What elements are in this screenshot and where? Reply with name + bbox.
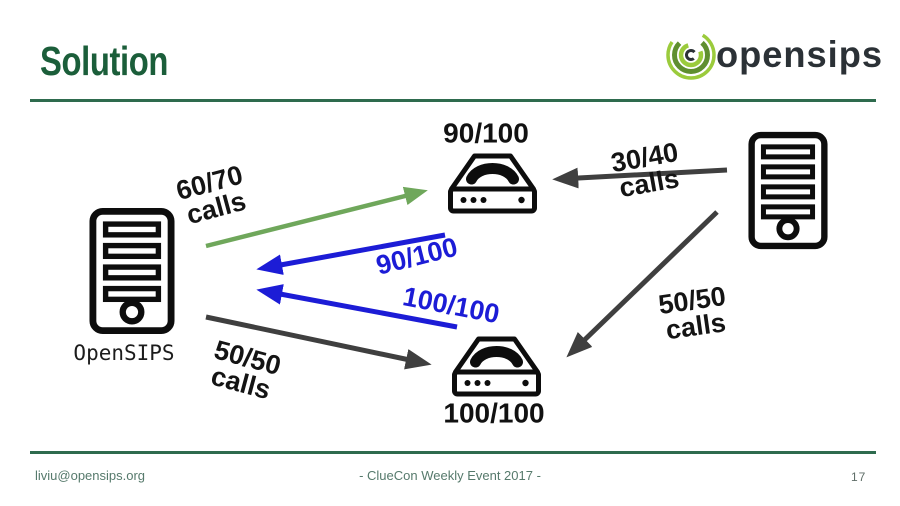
- footer-event: - ClueCon Weekly Event 2017 -: [359, 468, 541, 483]
- arrow-opensips-to-bottom-gateway: [205, 314, 432, 370]
- arrow-top-gateway-to-opensips: [256, 232, 446, 275]
- arrow-right-server-to-top-gateway: [552, 167, 728, 189]
- carrier-server-icon: [748, 131, 828, 250]
- arrow-opensips-to-top-gateway: [205, 186, 428, 249]
- footer-divider: [30, 451, 876, 454]
- footer-email: liviu@opensips.org: [35, 468, 146, 483]
- gateway-top-capacity-label: 90/100: [443, 117, 529, 149]
- opensips-server-label: OpenSIPS: [73, 341, 175, 365]
- gateway-bottom-capacity-label: 100/100: [443, 397, 545, 429]
- gateway-bottom-icon: [452, 336, 541, 397]
- phone-handset-icon: [466, 163, 519, 185]
- arrow-bottom-gateway-to-opensips: [256, 284, 458, 330]
- opensips-logo: opensips: [664, 26, 886, 84]
- opensips-logo-text: opensips: [716, 34, 884, 75]
- page-title: Solution: [40, 38, 168, 84]
- edge-label-right-to-bottom: 50/50 calls: [656, 280, 728, 345]
- opensips-logo-icon: [666, 30, 716, 80]
- footer-page-number: 17: [851, 470, 867, 484]
- opensips-server-icon: [89, 207, 175, 335]
- arrow-right-server-to-bottom-gateway: [566, 210, 719, 358]
- header-divider: [30, 99, 876, 102]
- phone-handset-icon: [470, 346, 523, 368]
- edge-label-right-to-top: 30/40 calls: [608, 136, 682, 203]
- gateway-top-icon: [448, 153, 537, 214]
